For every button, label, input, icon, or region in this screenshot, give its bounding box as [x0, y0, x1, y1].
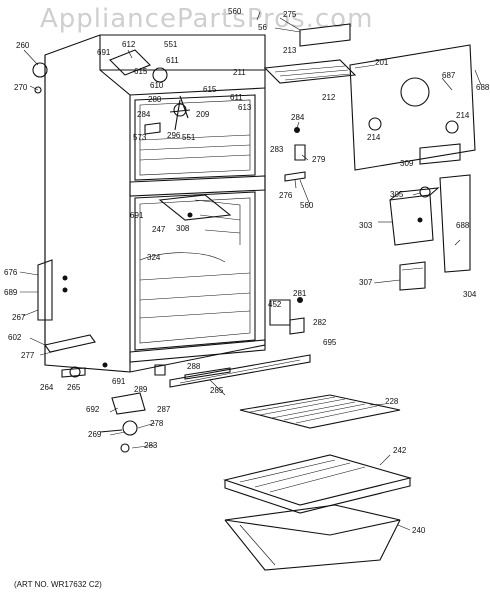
- label-278: 278: [150, 419, 164, 428]
- label-247: 247: [152, 225, 166, 234]
- label-287: 287: [157, 405, 171, 414]
- label-267: 267: [12, 313, 26, 322]
- label-610: 610: [150, 81, 164, 90]
- label-611-top: 611: [166, 56, 179, 65]
- label-280: 280: [148, 95, 162, 104]
- label-56: 56: [258, 23, 267, 32]
- label-688-top: 688: [476, 83, 490, 92]
- evaporator-cover: [349, 44, 476, 171]
- label-687: 687: [442, 71, 456, 80]
- label-304: 304: [463, 290, 477, 299]
- label-689: 689: [4, 288, 18, 297]
- ice-bin: [389, 174, 471, 291]
- label-212: 212: [322, 93, 336, 102]
- shelves-and-crisper: [222, 394, 413, 571]
- label-309: 309: [400, 159, 414, 168]
- label-277: 277: [21, 351, 35, 360]
- label-201: 201: [375, 58, 389, 67]
- label-275: 275: [283, 10, 297, 19]
- label-240: 240: [412, 526, 426, 535]
- label-560-top: 560: [228, 7, 242, 16]
- label-573: 573: [133, 133, 147, 142]
- label-676: 676: [4, 268, 18, 277]
- label-691-bottom: 691: [112, 377, 126, 386]
- label-611: 611: [230, 93, 243, 102]
- label-282: 282: [313, 318, 327, 327]
- label-214-left: 214: [367, 133, 381, 142]
- label-209: 209: [196, 110, 210, 119]
- evaporator-tray: [263, 23, 357, 84]
- label-264: 264: [40, 383, 54, 392]
- label-324: 324: [147, 253, 161, 262]
- label-228: 228: [385, 397, 399, 406]
- label-269: 269: [88, 430, 102, 439]
- label-695: 695: [323, 338, 337, 347]
- label-305: 305: [390, 190, 404, 199]
- label-692: 692: [86, 405, 100, 414]
- label-211: 211: [233, 68, 246, 77]
- label-303: 303: [359, 221, 373, 230]
- label-276: 276: [279, 191, 293, 200]
- leader-lines: [19, 11, 482, 531]
- label-242: 242: [393, 446, 407, 455]
- label-602: 602: [8, 333, 22, 342]
- label-289: 289: [134, 385, 148, 394]
- label-613: 613: [238, 103, 252, 112]
- label-296: 296: [167, 131, 181, 140]
- label-265: 265: [67, 383, 81, 392]
- label-612: 612: [122, 40, 136, 49]
- label-308: 308: [176, 224, 190, 233]
- label-551-top: 551: [164, 40, 178, 49]
- label-615-top: 615: [134, 67, 148, 76]
- label-283-bottom: 283: [144, 441, 158, 450]
- label-279: 279: [312, 155, 326, 164]
- label-307: 307: [359, 278, 373, 287]
- label-284-left: 284: [137, 110, 151, 119]
- art-number: (ART NO. WR17632 C2): [14, 580, 102, 589]
- small-parts: [32, 49, 423, 453]
- label-691-top: 691: [97, 48, 111, 57]
- label-551: 551: [182, 133, 196, 142]
- cabinet: [44, 34, 266, 373]
- label-560: 560: [300, 201, 314, 210]
- label-260: 260: [16, 41, 30, 50]
- label-284: 284: [291, 113, 305, 122]
- label-691-mid: 691: [130, 211, 144, 220]
- label-688: 688: [456, 221, 470, 230]
- label-281: 281: [293, 289, 307, 298]
- part-labels: 560 275 56 213 260 270 691 612 615 551 6…: [4, 7, 490, 535]
- label-283: 283: [270, 145, 284, 154]
- label-213: 213: [283, 46, 297, 55]
- label-615: 615: [203, 85, 217, 94]
- label-452: 452: [268, 300, 282, 309]
- label-288: 288: [187, 362, 201, 371]
- watermark: AppliancePartsPros.com: [40, 4, 374, 34]
- label-270: 270: [14, 83, 28, 92]
- label-285: 285: [210, 386, 224, 395]
- label-214-right: 214: [456, 111, 470, 120]
